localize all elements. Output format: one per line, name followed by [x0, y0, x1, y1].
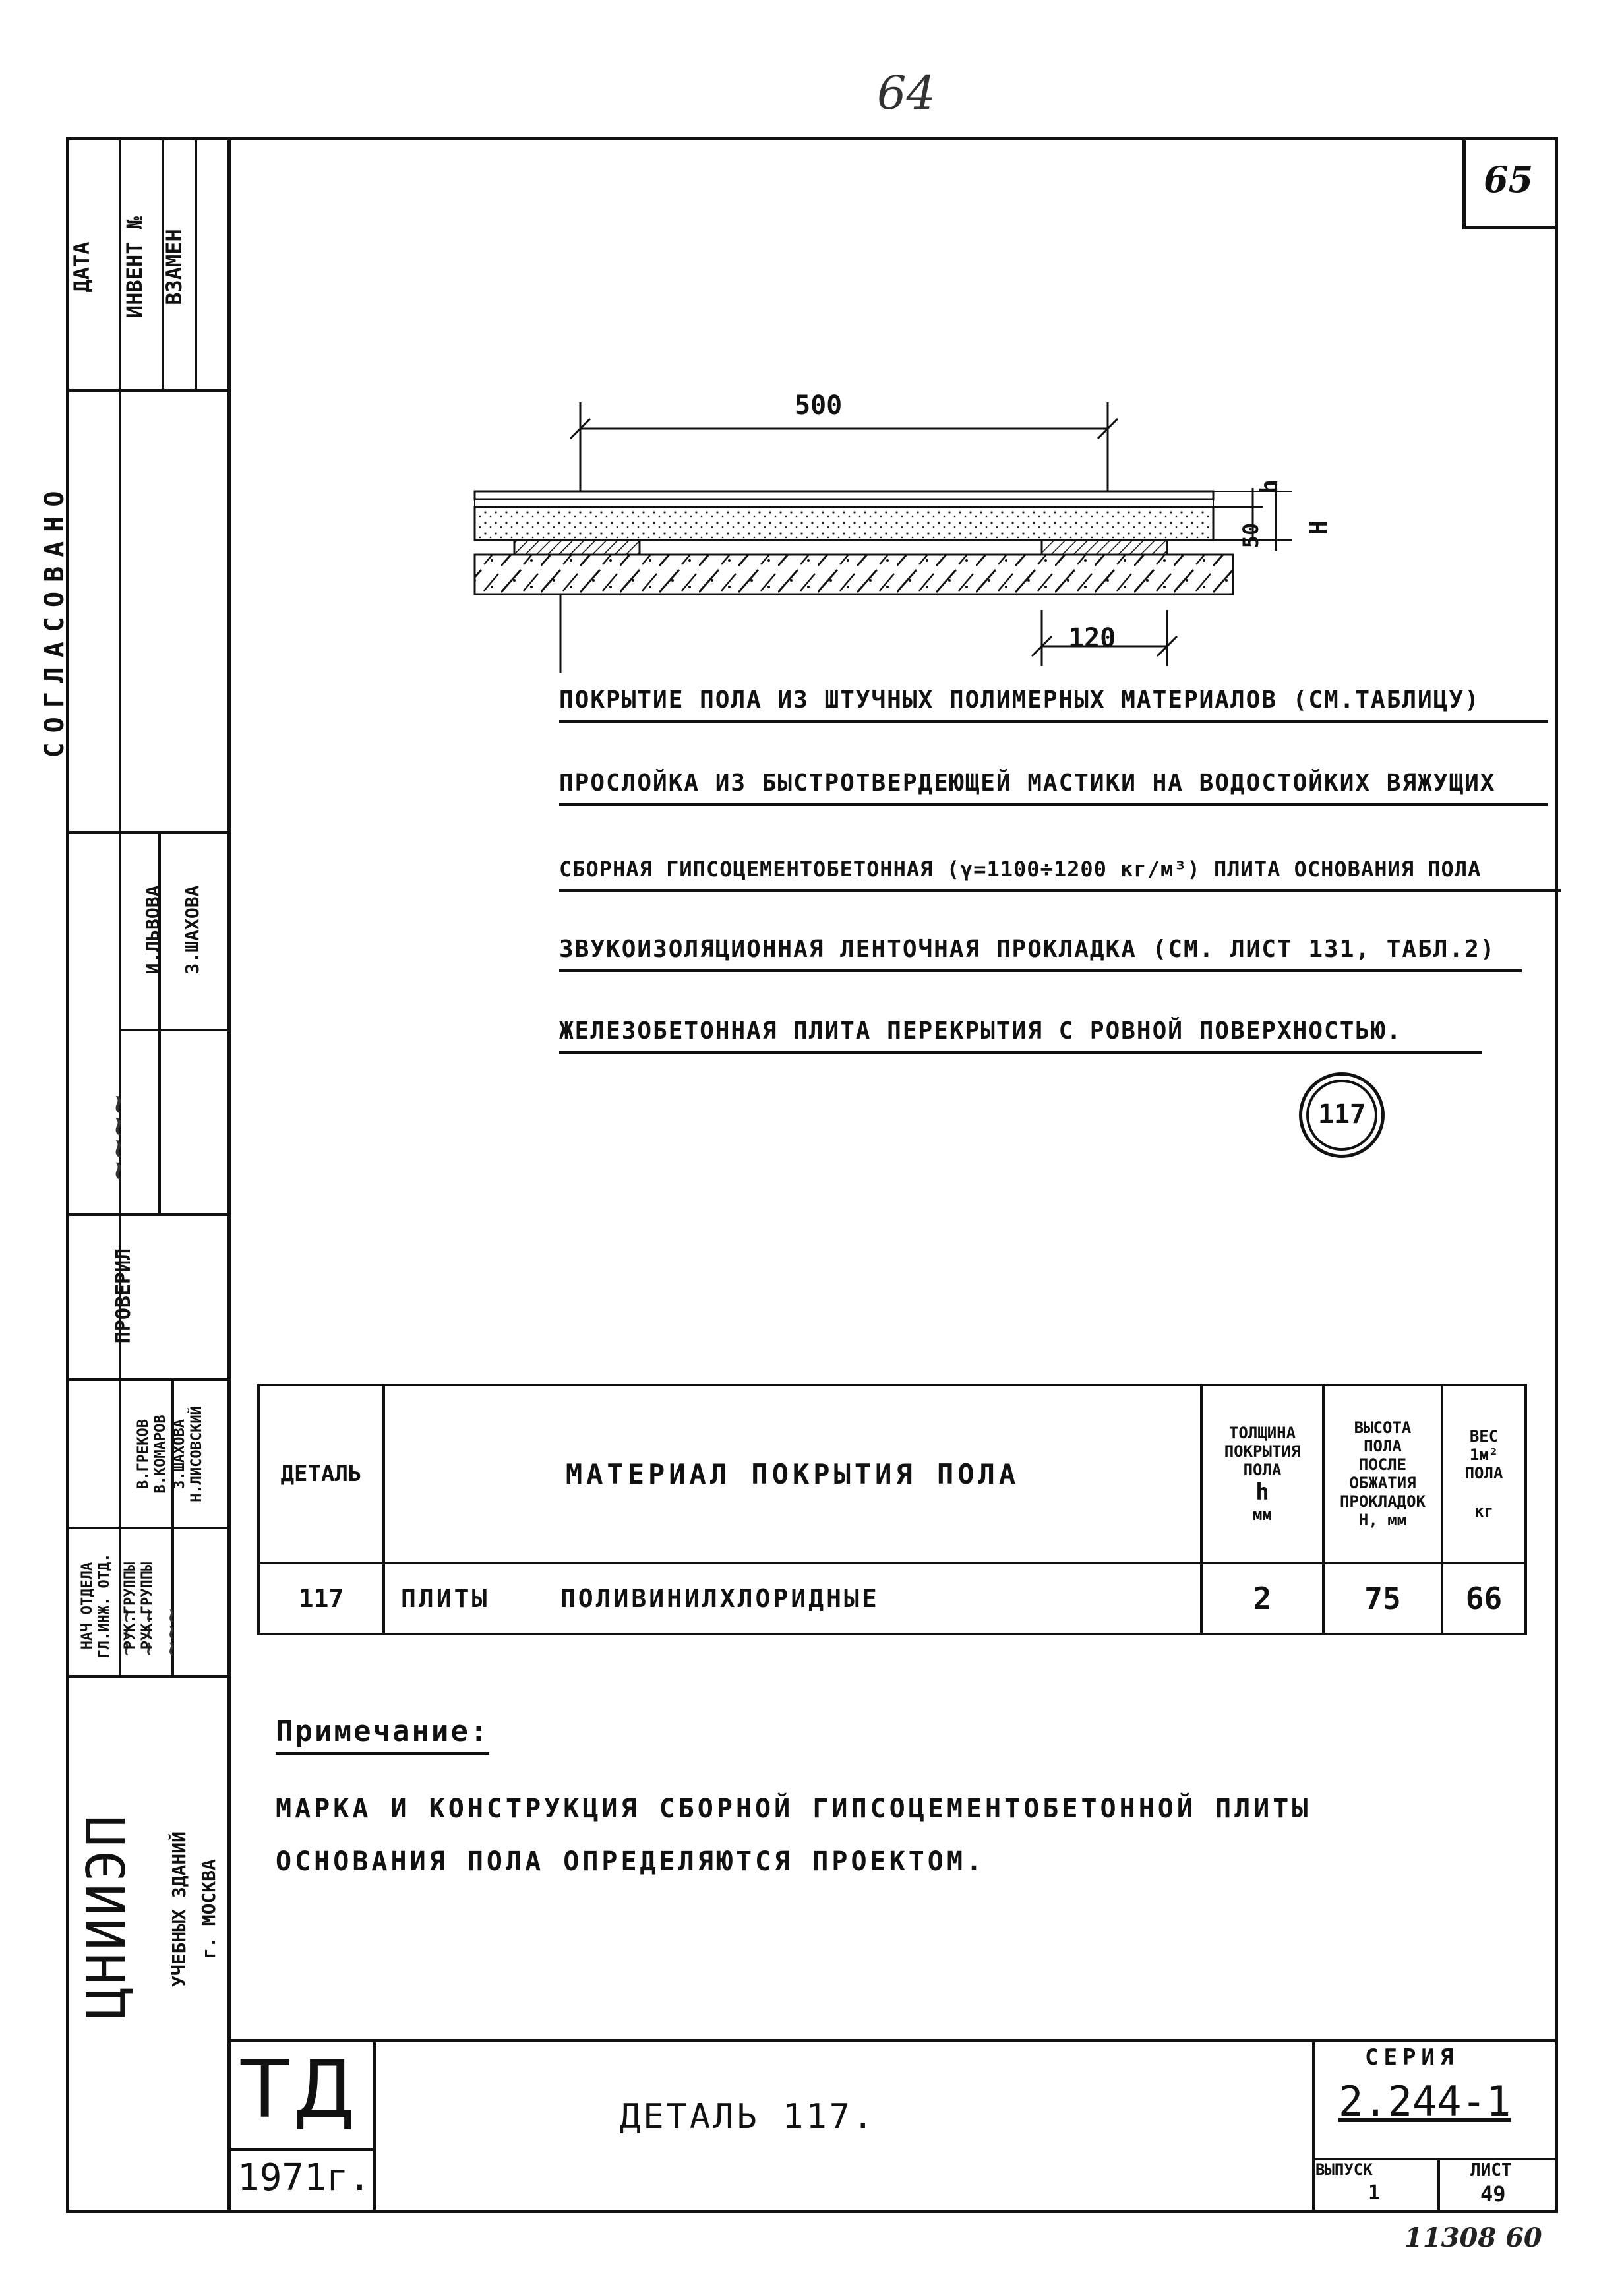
spec-table: ДЕТАЛЬ МАТЕРИАЛ ПОКРЫТИЯ ПОЛА ТОЛЩИНА ПО…	[257, 1384, 1527, 1635]
col-header-material: МАТЕРИАЛ ПОКРЫТИЯ ПОЛА	[382, 1384, 1203, 1564]
layer-label-3: СБОРНАЯ ГИПСОЦЕМЕНТОБЕТОННАЯ (γ=1100÷120…	[559, 849, 1561, 892]
header-label-inventory: ИНВЕНТ №	[122, 216, 147, 319]
dimension-120: 120	[1068, 623, 1116, 654]
layer-label-1: ПОКРЫТИЕ ПОЛА ИЗ ШТУЧНЫХ ПОЛИМЕРНЫХ МАТЕ…	[559, 681, 1548, 723]
agreed-signature: ~~~~	[102, 1093, 133, 1182]
agreed-name-1: И.ЛЬВОВА	[142, 885, 164, 975]
stamp-issue-value: 1	[1368, 2181, 1381, 2205]
org-subtitle-1: УЧЕБНЫХ ЗДАНИЙ	[168, 1831, 190, 1988]
stamp-title: ДЕТАЛЬ 117.	[620, 2097, 876, 2137]
bottom-right-mark: 11308 60	[1404, 2222, 1542, 2253]
stamp-issue-label: ВЫПУСК	[1315, 2160, 1373, 2179]
note-line-2: ОСНОВАНИЯ ПОЛА ОПРЕДЕЛЯЮТСЯ ПРОЕКТОМ.	[276, 1846, 986, 1877]
cell-height: 75	[1322, 1562, 1443, 1635]
stamp-sheet-label: ЛИСТ	[1470, 2160, 1512, 2180]
col-header-detail: ДЕТАЛЬ	[257, 1384, 385, 1564]
page-top-mark: 64	[877, 66, 936, 120]
agreed-label: СОГЛАСОВАНО	[40, 481, 70, 758]
dimension-h: h	[1256, 479, 1283, 494]
detail-number: 117	[1317, 1099, 1366, 1130]
sheet-corner-box	[1462, 137, 1558, 229]
cell-weight: 66	[1441, 1562, 1527, 1635]
stamp-series-label: СЕРИЯ	[1365, 2044, 1459, 2071]
agreed-name-2: З.ШАХОВА	[181, 885, 203, 975]
dimension-500: 500	[795, 390, 843, 421]
header-label-date: ДАТА	[69, 241, 94, 293]
layer-label-2: ПРОСЛОЙКА ИЗ БЫСТРОТВЕРДЕЮЩЕЙ МАСТИКИ НА…	[559, 764, 1548, 806]
org-name: ЦНИИЭП	[76, 1812, 137, 2019]
drawing-frame	[66, 137, 1558, 2213]
dimension-H: H	[1306, 520, 1333, 535]
col-header-weight: ВЕС 1м² ПОЛА кг	[1441, 1384, 1527, 1564]
left-strip-border	[227, 137, 231, 2213]
note-line-1: МАРКА И КОНСТРУКЦИЯ СБОРНОЙ ГИПСОЦЕМЕНТО…	[276, 1794, 1311, 1824]
table-row: 117 ПЛИТЫ ПОЛИВИНИЛХЛОРИДНЫЕ 2 75 66	[257, 1562, 1527, 1635]
stamp-series-value: 2.244-1	[1338, 2077, 1511, 2125]
stamp-td: ТД	[241, 2044, 359, 2136]
checked-label: ПРОВЕРИЛ	[112, 1248, 135, 1344]
org-subtitle-2: г. МОСКВА	[198, 1859, 220, 1959]
stamp-sheet-value: 49	[1480, 2181, 1506, 2207]
floor-section-drawing	[473, 402, 1292, 673]
col-header-thickness: ТОЛЩИНА ПОКРЫТИЯ ПОЛА h мм	[1200, 1384, 1325, 1564]
stamp-year: 1971г.	[237, 2156, 371, 2199]
layer-label-5: ЖЕЛЕЗОБЕТОННАЯ ПЛИТА ПЕРЕКРЫТИЯ С РОВНОЙ…	[559, 1012, 1482, 1054]
layer-label-4: ЗВУКОИЗОЛЯЦИОННАЯ ЛЕНТОЧНАЯ ПРОКЛАДКА (С…	[559, 930, 1522, 972]
cell-thickness: 2	[1200, 1562, 1325, 1635]
cell-detail: 117	[257, 1562, 385, 1635]
cell-material: ПЛИТЫ ПОЛИВИНИЛХЛОРИДНЫЕ	[382, 1562, 1203, 1635]
header-label-replace: ВЗАМЕН	[162, 229, 187, 305]
note-title: Примечание:	[276, 1715, 490, 1755]
sheet-corner-number: 65	[1484, 158, 1534, 200]
detail-number-circle: 117	[1299, 1072, 1385, 1158]
col-header-height: ВЫСОТА ПОЛА ПОСЛЕ ОБЖАТИЯ ПРОКЛАДОК Н, м…	[1322, 1384, 1443, 1564]
dimension-50: 50	[1238, 522, 1263, 549]
